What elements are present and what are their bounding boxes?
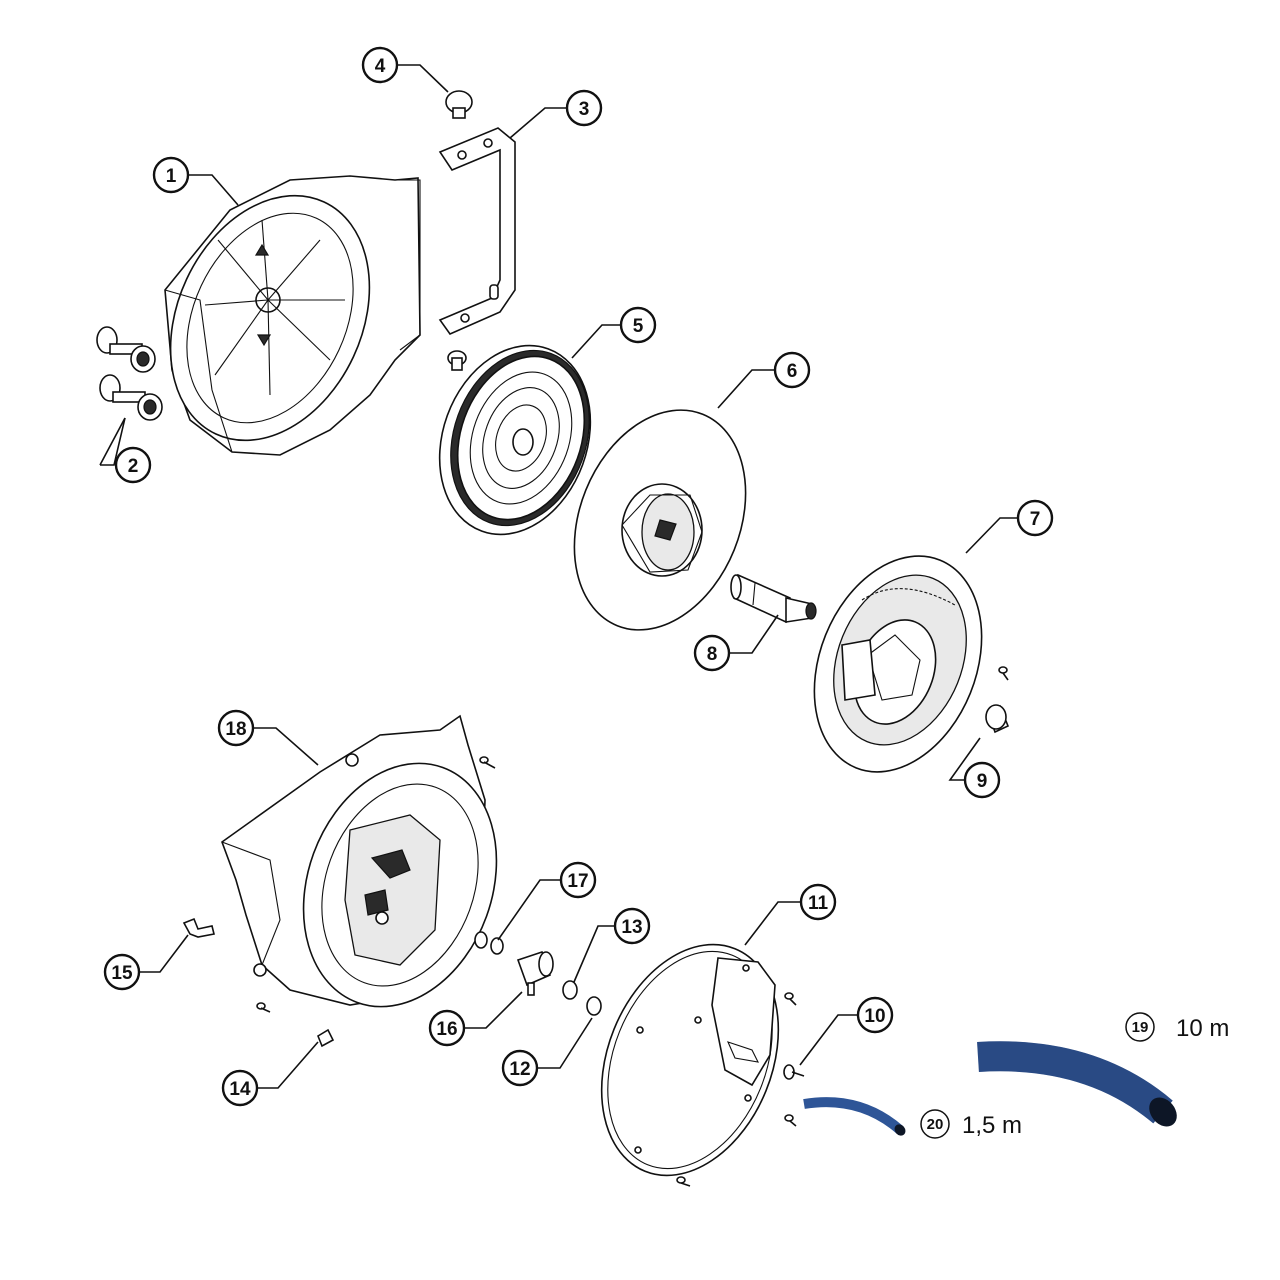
- part-4-fastener: [445, 90, 473, 371]
- part-11-front-cover: [600, 943, 780, 1177]
- callout-2: 2: [114, 446, 152, 484]
- callout-circle-4: [361, 46, 399, 84]
- callout-12: 12: [501, 1049, 539, 1087]
- callout-number-8: 8: [707, 644, 718, 665]
- leader-lines: [99, 64, 1018, 1089]
- part-12-o-ring: [586, 996, 602, 1016]
- hose-19-number-circle: [1125, 1012, 1155, 1042]
- part-17-o-rings: [474, 931, 504, 955]
- hose-19: [977, 1041, 1177, 1127]
- callout-number-14: 14: [229, 1079, 251, 1100]
- callout-number-17: 17: [567, 871, 588, 892]
- part-15-clip: [182, 917, 215, 938]
- callout-14: 14: [221, 1069, 259, 1107]
- callout-17: 17: [559, 861, 597, 899]
- hose-19-label: 19 10 m: [1125, 1012, 1229, 1042]
- callout-16: 16: [428, 1009, 466, 1047]
- callout-7: 7: [1016, 499, 1054, 537]
- part-2-pins: [96, 326, 163, 421]
- callout-circle-8: [693, 634, 731, 672]
- part-6-drum-disc: [573, 409, 747, 631]
- part-14-guide: [317, 1028, 335, 1048]
- callout-5: 5: [619, 306, 657, 344]
- callout-11: 11: [799, 883, 837, 921]
- callout-circle-9: [963, 761, 1001, 799]
- callout-circle-16: [428, 1009, 466, 1047]
- hose-20-number: 20: [927, 1116, 944, 1133]
- callout-circle-10: [856, 996, 894, 1034]
- part-1-housing-front: [164, 175, 421, 456]
- callout-circle-15: [103, 953, 141, 991]
- callout-circle-18: [217, 709, 255, 747]
- callout-number-7: 7: [1030, 509, 1041, 530]
- callout-circle-2: [114, 446, 152, 484]
- callout-circle-11: [799, 883, 837, 921]
- part-7-drum-flange: [813, 555, 983, 773]
- callout-circle-13: [613, 907, 651, 945]
- callout-10: 10: [856, 996, 894, 1034]
- part-3-bracket: [438, 127, 516, 335]
- callout-circle-7: [1016, 499, 1054, 537]
- part-18-housing-rear: [221, 714, 498, 1008]
- part-13-o-ring: [562, 980, 578, 1000]
- callout-number-11: 11: [808, 893, 829, 914]
- callout-number-10: 10: [864, 1006, 885, 1027]
- hose-19-number: 19: [1132, 1019, 1149, 1036]
- callout-circle-14: [221, 1069, 259, 1107]
- callout-4: 4: [361, 46, 399, 84]
- callout-number-5: 5: [633, 316, 644, 337]
- callout-number-15: 15: [111, 963, 133, 984]
- screws-rear-housing: [256, 756, 496, 1013]
- part-9-sleeve: [985, 666, 1010, 734]
- hose-19-length: 10 m: [1176, 1015, 1229, 1042]
- callout-circle-17: [559, 861, 597, 899]
- callout-number-16: 16: [436, 1019, 457, 1040]
- callout-circle-1: [152, 156, 190, 194]
- callout-15: 15: [103, 953, 141, 991]
- callout-number-12: 12: [509, 1059, 530, 1080]
- callout-1: 1: [152, 156, 190, 194]
- callout-circle-5: [619, 306, 657, 344]
- callout-number-13: 13: [621, 917, 642, 938]
- callout-6: 6: [773, 351, 811, 389]
- callout-number-18: 18: [225, 719, 246, 740]
- part-5-spring-cassette: [438, 344, 592, 536]
- hose-20-number-circle: [920, 1109, 950, 1139]
- callout-circle-12: [501, 1049, 539, 1087]
- callout-number-6: 6: [787, 361, 798, 382]
- callout-number-3: 3: [579, 99, 590, 120]
- callout-3: 3: [565, 89, 603, 127]
- callout-number-1: 1: [166, 166, 177, 187]
- callout-number-4: 4: [375, 56, 386, 77]
- hose-20-label: 20 1,5 m: [920, 1109, 1022, 1139]
- part-10-screws: [676, 992, 805, 1187]
- callout-9: 9: [963, 761, 1001, 799]
- callout-8: 8: [693, 634, 731, 672]
- part-8-shaft: [730, 573, 817, 624]
- callout-13: 13: [613, 907, 651, 945]
- hose-20: [803, 1097, 906, 1136]
- callout-18: 18: [217, 709, 255, 747]
- callout-circle-6: [773, 351, 811, 389]
- callout-circle-3: [565, 89, 603, 127]
- callout-number-9: 9: [977, 771, 988, 792]
- callout-number-2: 2: [128, 456, 139, 477]
- hose-20-length: 1,5 m: [962, 1112, 1022, 1139]
- part-16-connector: [516, 950, 554, 996]
